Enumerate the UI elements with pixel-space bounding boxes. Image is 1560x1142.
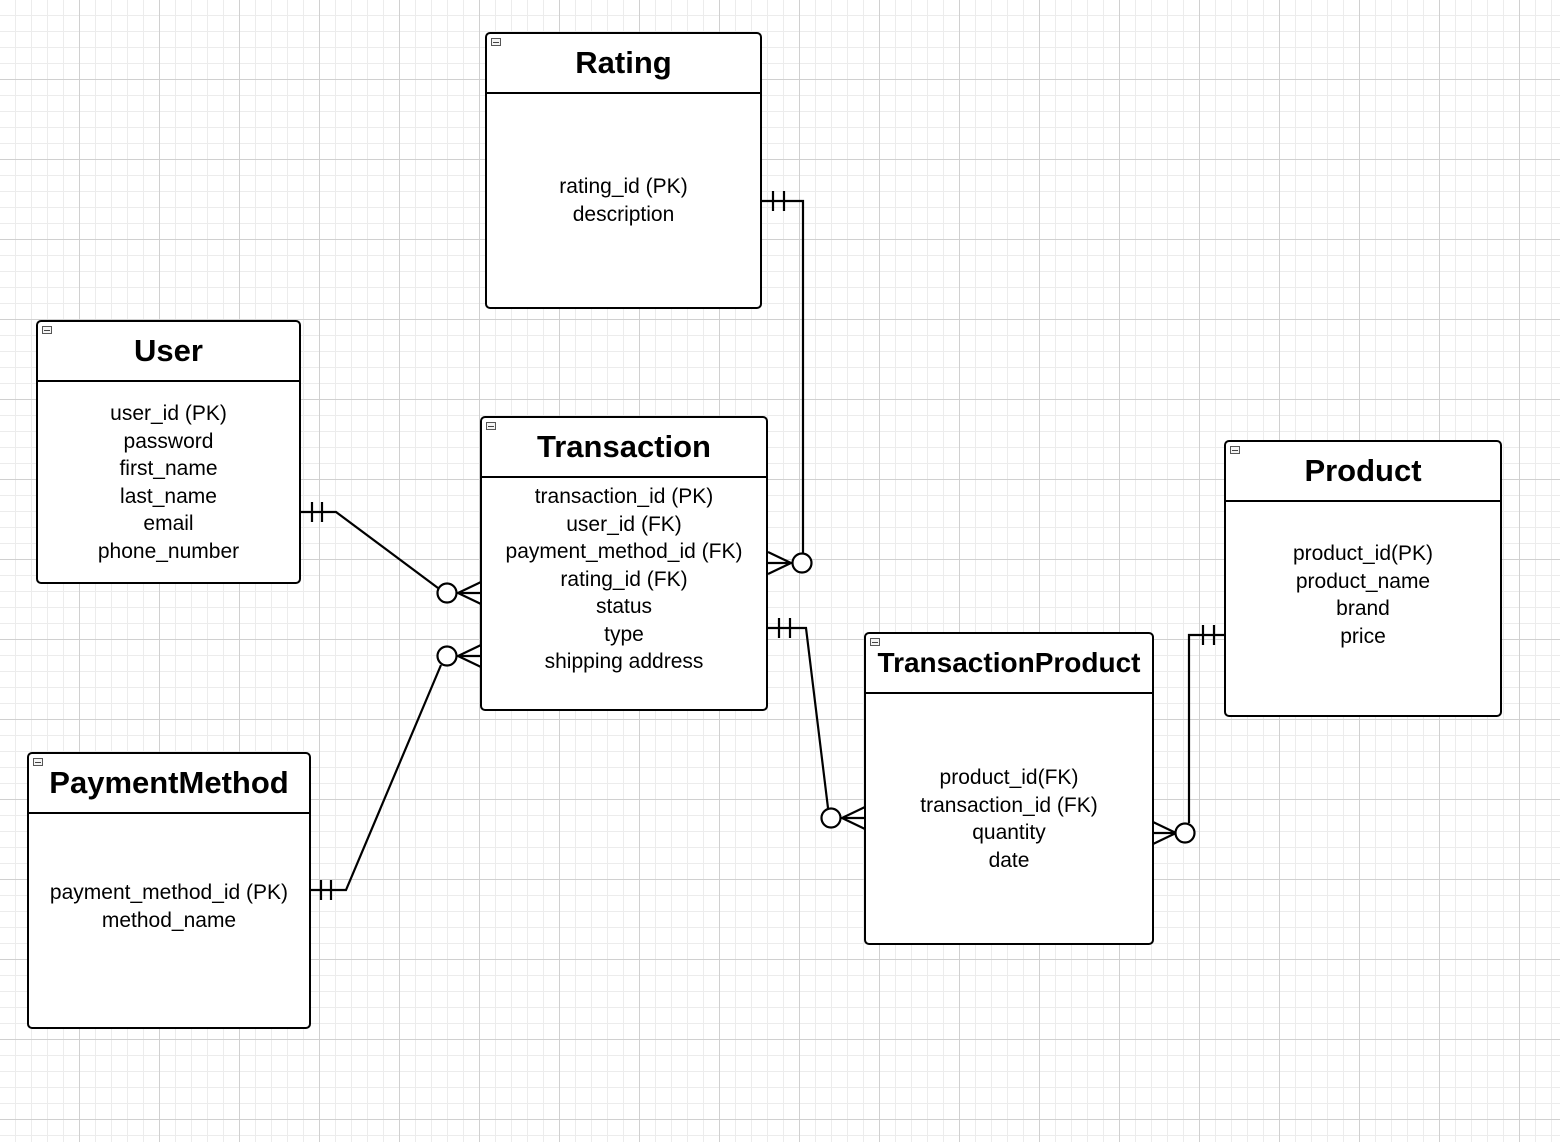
relationship-user-transaction[interactable] bbox=[301, 502, 482, 605]
entity-header: Product bbox=[1226, 442, 1500, 502]
attribute: payment_method_id (PK) bbox=[49, 881, 289, 904]
zero-or-many-marker bbox=[455, 581, 482, 605]
entity-paymentmethod[interactable]: PaymentMethod payment_method_id (PK) met… bbox=[27, 752, 311, 1029]
attribute: quantity bbox=[972, 821, 1046, 844]
attribute: phone_number bbox=[97, 539, 240, 563]
relationship-transaction-transactionproduct[interactable] bbox=[768, 618, 866, 830]
entity-title: TransactionProduct bbox=[877, 647, 1141, 678]
one-and-only-one-marker bbox=[310, 502, 324, 522]
entity-header: TransactionProduct bbox=[866, 634, 1152, 694]
attribute: user_id (FK) bbox=[566, 512, 682, 536]
attribute: type bbox=[604, 622, 644, 646]
zero-or-many-marker bbox=[767, 551, 794, 575]
attribute: product_id(FK) bbox=[939, 766, 1079, 789]
attribute: price bbox=[1340, 624, 1386, 648]
attribute: rating_id (FK) bbox=[560, 567, 688, 591]
attribute: product_name bbox=[1295, 569, 1431, 593]
zero-or-many-marker bbox=[839, 806, 866, 830]
zero-or-many-marker bbox=[1152, 821, 1179, 845]
collapse-icon[interactable] bbox=[42, 326, 52, 334]
entity-rating[interactable]: Rating rating_id (PK) description bbox=[485, 32, 762, 309]
attribute-list: user_id (PK) password first_name last_na… bbox=[38, 382, 299, 582]
collapse-icon[interactable] bbox=[870, 638, 880, 646]
entity-title: User bbox=[134, 333, 203, 368]
entity-title: Transaction bbox=[537, 429, 711, 464]
relationship-product-transactionproduct[interactable] bbox=[1152, 625, 1225, 845]
entity-product[interactable]: Product product_id(PK) product_name bran… bbox=[1224, 440, 1502, 717]
attribute: shipping address bbox=[544, 650, 704, 673]
attribute: description bbox=[572, 202, 675, 226]
zero-or-many-marker bbox=[455, 644, 482, 668]
entity-user[interactable]: User user_id (PK) password first_name la… bbox=[36, 320, 301, 584]
entity-transactionproduct[interactable]: TransactionProduct product_id(FK) transa… bbox=[864, 632, 1154, 945]
one-and-only-one-marker bbox=[1201, 625, 1216, 645]
attribute: date bbox=[988, 848, 1030, 872]
attribute: first_name bbox=[119, 457, 218, 480]
attribute: product_id(PK) bbox=[1292, 542, 1434, 565]
attribute-list: rating_id (PK) description bbox=[487, 94, 760, 307]
one-and-only-one-marker bbox=[771, 191, 786, 211]
collapse-icon[interactable] bbox=[33, 758, 43, 766]
collapse-icon[interactable] bbox=[491, 38, 501, 46]
relationship-rating-transaction[interactable] bbox=[762, 191, 813, 575]
entity-header: Rating bbox=[487, 34, 760, 94]
attribute: rating_id (PK) bbox=[559, 175, 688, 198]
attribute: email bbox=[143, 512, 194, 535]
attribute: brand bbox=[1336, 597, 1390, 620]
collapse-icon[interactable] bbox=[486, 422, 496, 430]
attribute-list: transaction_id (PK) user_id (FK) payment… bbox=[482, 478, 766, 709]
attribute: password bbox=[123, 429, 214, 453]
one-and-only-one-marker bbox=[319, 880, 333, 900]
entity-transaction[interactable]: Transaction transaction_id (PK) user_id … bbox=[480, 416, 768, 711]
entity-header: PaymentMethod bbox=[29, 754, 309, 814]
one-and-only-one-marker bbox=[777, 618, 792, 638]
attribute-list: product_id(PK) product_name brand price bbox=[1226, 502, 1500, 715]
attribute-list: product_id(FK) transaction_id (FK) quant… bbox=[866, 694, 1152, 943]
collapse-icon[interactable] bbox=[1230, 446, 1240, 454]
attribute: last_name bbox=[120, 484, 217, 508]
attribute: user_id (PK) bbox=[110, 402, 227, 425]
attribute: status bbox=[595, 595, 653, 618]
entity-header: Transaction bbox=[482, 418, 766, 478]
entity-title: PaymentMethod bbox=[49, 765, 289, 800]
attribute-list: payment_method_id (PK) method_name bbox=[29, 814, 309, 1027]
entity-header: User bbox=[38, 322, 299, 382]
relationship-paymentmethod-transaction[interactable] bbox=[310, 644, 482, 900]
entity-title: Product bbox=[1304, 453, 1422, 488]
entity-title: Rating bbox=[575, 45, 672, 80]
attribute: transaction_id (PK) bbox=[534, 485, 714, 508]
attribute: payment_method_id (FK) bbox=[505, 540, 743, 563]
attribute: transaction_id (FK) bbox=[920, 793, 1098, 817]
attribute: method_name bbox=[101, 908, 237, 932]
